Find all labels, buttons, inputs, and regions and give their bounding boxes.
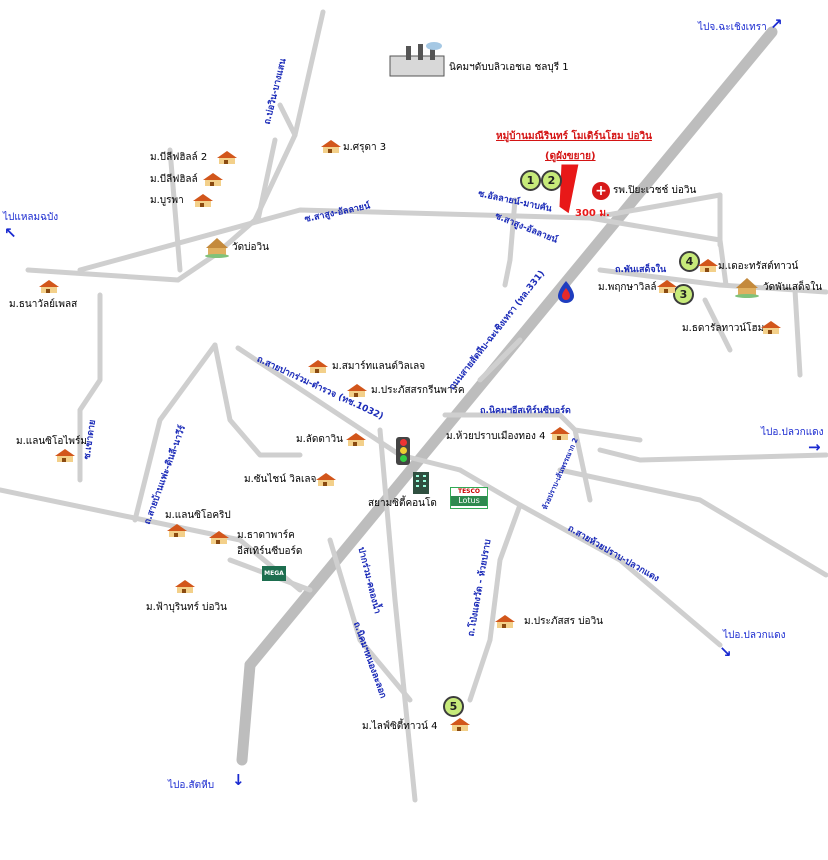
house-icon [39, 280, 59, 293]
house-icon [495, 615, 515, 628]
village-label: ม.ซันไชน์ วิลเลจ [244, 474, 317, 485]
condo-label: สยามซิตี้คอนโด [368, 498, 437, 509]
village-label: ม.ห้วยปราบเมืองทอง 4 [446, 431, 546, 442]
house-icon [316, 473, 336, 486]
village-label: ม.ไลฟ์ซิตี้ทาวน์ 4 [362, 721, 438, 732]
arrow-southeast-icon: ↘ [719, 643, 732, 661]
house-icon [346, 433, 366, 446]
direction-pluakdaeng-2: ไปอ.ปลวกแดง [723, 630, 786, 641]
house-icon [308, 360, 328, 373]
project-subtitle[interactable]: (ดูผังขยาย) [545, 151, 596, 162]
marker-4[interactable]: 4 [679, 251, 700, 272]
house-icon [698, 259, 718, 272]
village-label: ม.เดอะทรัสต์ทาวน์ [718, 261, 799, 272]
village-label: ม.แลนซิโอไพร์ม [16, 436, 87, 447]
village-label: ม.แลนซิโอคริป [165, 510, 231, 521]
tesco-label: Lotus [451, 496, 487, 506]
village-label: ม.ธดารัลทาวน์โฮม [682, 323, 765, 334]
house-icon [167, 524, 187, 537]
house-icon [193, 194, 213, 207]
village-label: ม.บีลีฟฮิลล์ 2 [150, 152, 208, 163]
direction-sattahip: ไปอ.สัตหีบ [168, 780, 215, 791]
village-label: ม.ลัดดาวิน [296, 434, 343, 445]
hospital-label: รพ.ปิยะเวชช์ บ่อวิน [613, 185, 697, 196]
tesco-logo: TESCO Lotus [450, 487, 488, 509]
arrow-northeast-icon: ↗ [770, 15, 783, 33]
village-label: ม.ศรุดา 3 [343, 142, 387, 153]
village-label: ม.ธาดาพาร์ค [237, 530, 295, 541]
hospital-icon: + [592, 182, 610, 200]
village-label: ม.บูรพา [150, 195, 184, 206]
village-label: ม.บีลีฟฮิลล์ [150, 174, 198, 185]
direction-laemchabang: ไปแหลมฉบัง [3, 212, 59, 223]
project-title[interactable]: หมู่บ้านมณีรินทร์ โมเดิร์นโฮม บ่อวิน [496, 131, 652, 142]
mega-logo: MEGA [262, 566, 286, 581]
village-label: ม.ประภัสสรกรีนพาร์ค [371, 385, 465, 396]
house-icon [209, 531, 229, 544]
temple-icon [205, 238, 229, 258]
village-label: อีสเทิร์นซีบอร์ด [237, 546, 303, 557]
traffic-light-icon [396, 437, 410, 465]
tesco-brand: TESCO [457, 488, 481, 495]
marker-3[interactable]: 3 [673, 284, 694, 305]
wat-phanseng-label: วัดพันเสด็จใน [763, 282, 823, 293]
distance-label: 300 ม. [575, 208, 610, 219]
arrow-south-icon: ↓ [232, 771, 245, 789]
gas-station-icon [558, 281, 574, 303]
house-icon [450, 718, 470, 731]
direction-pluakdaeng-1: ไปอ.ปลวกแดง [761, 427, 824, 438]
direction-chachoengsao: ไปจ.ฉะเชิงเทรา [698, 22, 767, 33]
house-icon [203, 173, 223, 186]
village-label: ม.ฟ้าบุรินทร์ บ่อวิน [146, 602, 227, 613]
village-label: ม.สมาร์ทแลนด์วิลเลจ [332, 361, 426, 372]
building-icon [413, 472, 429, 494]
house-icon [550, 427, 570, 440]
arrow-northwest-icon: ↖ [4, 224, 17, 242]
house-icon [55, 449, 75, 462]
marker-2[interactable]: 2 [541, 170, 562, 191]
marker-5[interactable]: 5 [443, 696, 464, 717]
marker-1[interactable]: 1 [520, 170, 541, 191]
factory-icon [389, 42, 445, 77]
house-icon [761, 321, 781, 334]
wat-bowin-label: วัดบ่อวิน [232, 242, 269, 253]
temple-icon [735, 278, 759, 298]
factory-label: นิคมฯดับบลิวเอชเอ ชลบุรี 1 [449, 62, 569, 73]
house-icon [175, 580, 195, 593]
village-label: ม.พฤกษาวิลล์ [598, 282, 657, 293]
arrow-east-icon: → [808, 438, 821, 456]
house-icon [217, 151, 237, 164]
house-icon [321, 140, 341, 153]
house-icon [657, 280, 677, 293]
village-label: ม.ธนาวัลย์เพลส [9, 299, 78, 310]
project-location-icon[interactable] [555, 162, 585, 217]
village-label: ม.ประภัสสร บ่อวิน [524, 616, 604, 627]
road-label: ถ.นิคมฯอีสเทิร์นซีบอร์ด [480, 406, 571, 416]
road-label: ถ.พันเสด็จใน [615, 265, 667, 275]
